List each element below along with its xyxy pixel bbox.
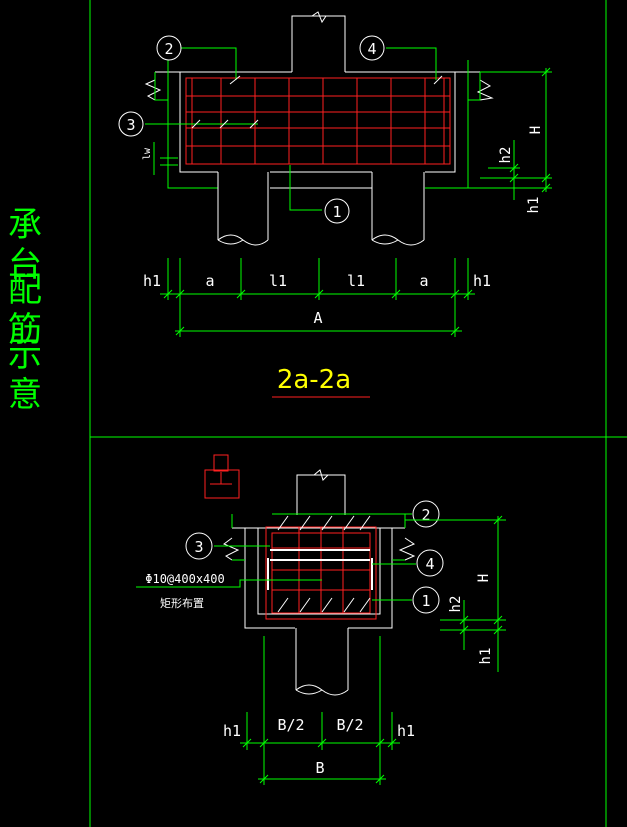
stirrup-note: Φ10@400x400 [145,572,224,586]
callout-4-top: 4 [367,40,376,58]
dim-lw: lw [142,147,153,160]
side-title-line-3: 示意 [8,335,44,415]
callout-1-top: 1 [332,203,341,221]
callout-2-top: 2 [164,40,173,58]
dim-B2-left: B/2 [277,716,304,734]
callout-3-bottom: 3 [194,538,203,556]
dim-h2-bottom: h2 [448,596,464,613]
callout-2-bottom: 2 [421,506,430,524]
callout-4-bottom: 4 [425,555,434,573]
frame [89,0,627,827]
dim-l1-right: l1 [347,272,365,290]
dim-l1-left: l1 [269,272,287,290]
callout-1-bottom: 1 [421,592,430,610]
dim-h1-br: h1 [397,722,415,740]
side-title-line-1: 承台 [8,205,44,285]
dim-H-bottom: H [476,574,492,582]
top-view: 2 4 3 1 lw H h2 h1 [118,11,552,337]
dim-h1-bl: h1 [223,722,241,740]
dim-H-top: H [528,126,544,134]
dim-B2-right: B/2 [336,716,363,734]
callout-3-top: 3 [126,116,135,134]
dim-a-left: a [205,272,214,290]
dim-a-right: a [419,272,428,290]
dim-A: A [313,309,322,327]
dim-B: B [315,759,324,777]
section-title: 2a-2a [277,365,351,395]
side-title-line-2: 配筋 [8,270,44,350]
bottom-view: 2 3 4 1 Φ10@400x400 矩形布置 H h2 h1 [136,454,506,785]
dim-h1-left: h1 [143,272,161,290]
stirrup-note-2: 矩形布置 [160,597,204,610]
dim-h1-right: h1 [473,272,491,290]
dim-h2-top: h2 [498,147,514,164]
dim-h1-top: h1 [526,197,542,214]
dim-h1-bottom: h1 [478,648,494,665]
